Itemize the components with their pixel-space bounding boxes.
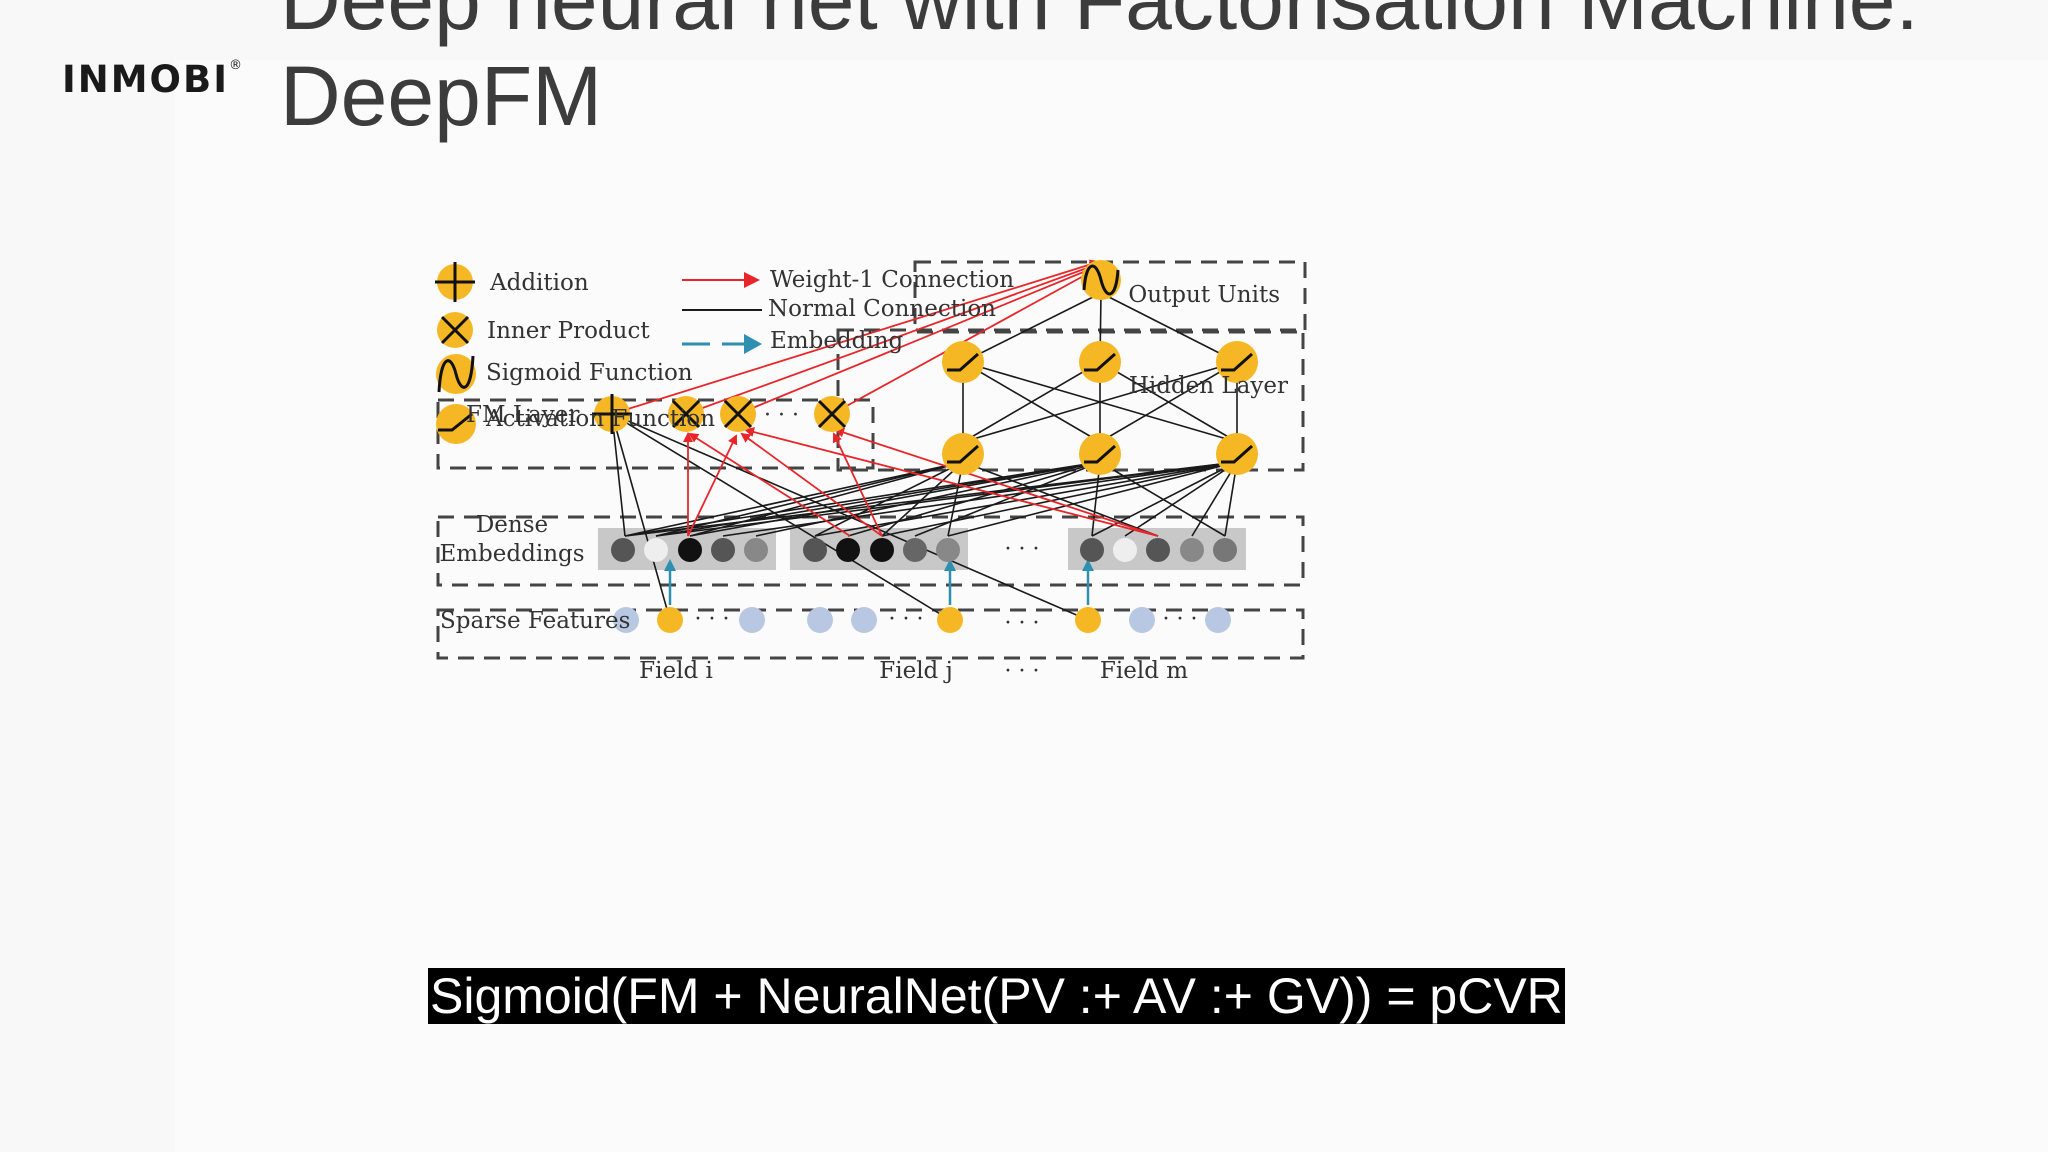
output-units-label: Output Units	[1128, 282, 1280, 308]
sparse-feature-nodes	[613, 607, 1231, 633]
dense-node	[1180, 538, 1204, 562]
dense-node	[903, 538, 927, 562]
sparse-node-active	[1075, 607, 1101, 633]
dense-node	[870, 538, 894, 562]
legend-normal: Normal Connection	[768, 296, 996, 322]
hidden-activation-node	[1216, 341, 1258, 383]
fm-inner-product-node	[814, 396, 850, 432]
sparse-node	[613, 607, 639, 633]
dense-embeddings-dots: · · ·	[1005, 537, 1040, 562]
hidden-activation-node	[1079, 433, 1121, 475]
inmobi-logo: INMOBI®	[62, 58, 244, 101]
dense-embeddings-label-line2: Embeddings	[439, 541, 584, 567]
sparse-node-active	[937, 607, 963, 633]
fm-layer-nodes	[592, 394, 850, 434]
dense-embeddings-box	[436, 515, 1305, 587]
slide-title: Deep neural net with Factorisation Machi…	[280, 0, 1919, 143]
output-sigmoid-node	[1081, 260, 1121, 300]
sparse-features-label: Sparse Features	[440, 608, 630, 634]
fm-addition-node	[592, 394, 632, 434]
sparse-node	[1205, 607, 1231, 633]
fm-inner-product-node	[668, 396, 704, 432]
legend-activation: Activation Function	[485, 406, 715, 432]
dense-node	[936, 538, 960, 562]
hidden-layer-nodes	[942, 341, 1258, 475]
legend-icons	[435, 262, 762, 444]
dense-node	[803, 538, 827, 562]
dense-node	[711, 538, 735, 562]
dense-node	[678, 538, 702, 562]
formula: Sigmoid(FM + NeuralNet(PV :+ AV :+ GV)) …	[428, 968, 1565, 1024]
embedding-arrow-icon	[744, 334, 762, 354]
sparse-dots-field-m: · · ·	[1163, 607, 1198, 632]
sparse-node	[807, 607, 833, 633]
weight1-arrow-icon	[744, 272, 760, 288]
hidden-activation-node	[1079, 341, 1121, 383]
dense-node	[1146, 538, 1170, 562]
field-m-label: Field m	[1100, 658, 1188, 684]
output-units-box	[913, 260, 1307, 334]
dense-embedding-nodes	[611, 538, 1237, 562]
dense-node	[1213, 538, 1237, 562]
sparse-node	[739, 607, 765, 633]
legend-weight1: Weight-1 Connection	[770, 267, 1014, 293]
dense-node	[1113, 538, 1137, 562]
sparse-node-active	[657, 607, 683, 633]
field-i-label: Field i	[639, 658, 713, 684]
legend-sigmoid: Sigmoid Function	[486, 360, 693, 386]
weight1-connections	[611, 259, 1159, 537]
dense-node	[644, 538, 668, 562]
field-j-label: Field j	[879, 658, 952, 684]
dense-node	[1080, 538, 1104, 562]
activation-icon	[436, 404, 476, 444]
logo-registered-mark: ®	[228, 58, 244, 73]
dense-node	[611, 538, 635, 562]
sparse-node	[851, 607, 877, 633]
fm-inner-product-node	[720, 396, 756, 432]
dense-node	[744, 538, 768, 562]
fm-layer-label: FM Layer	[466, 402, 579, 428]
normal-connections	[611, 292, 1238, 621]
hidden-layer-label: Hidden Layer	[1129, 373, 1288, 399]
field-dots: · · ·	[1005, 659, 1040, 684]
dense-node	[836, 538, 860, 562]
sparse-dots-field-i: · · ·	[695, 607, 730, 632]
legend-embedding: Embedding	[770, 328, 904, 354]
addition-icon	[435, 262, 475, 302]
sparse-features-box	[436, 608, 1305, 660]
deepfm-diagram: Addition Inner Product Sigmoid Function …	[435, 259, 1307, 684]
sigmoid-icon	[436, 354, 476, 394]
inner-product-icon	[437, 312, 473, 348]
sparse-node	[1129, 607, 1155, 633]
legend-addition: Addition	[489, 270, 589, 296]
logo-text: INMOBI	[62, 58, 229, 101]
sparse-dots-middle: · · ·	[1005, 611, 1040, 636]
dense-embeddings-label-line1: Dense	[476, 512, 548, 538]
hidden-activation-node	[942, 433, 984, 475]
hidden-activation-node	[942, 341, 984, 383]
hidden-activation-node	[1216, 433, 1258, 475]
embedding-arrows	[664, 559, 1094, 605]
fm-layer-dots: · · ·	[764, 403, 799, 428]
legend-inner-product: Inner Product	[487, 318, 650, 344]
sparse-dots-field-j: · · ·	[889, 607, 924, 632]
